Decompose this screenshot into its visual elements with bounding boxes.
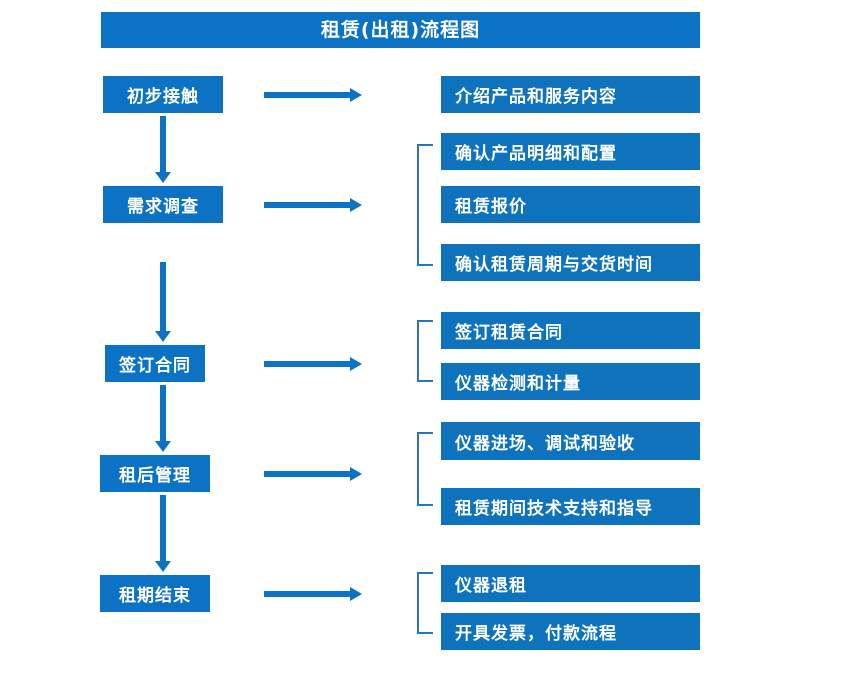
detail-box-5-1[interactable]: 仪器退租	[441, 565, 700, 602]
stage-box-3[interactable]: 签订合同	[105, 345, 205, 382]
vertical-arrow-3	[155, 385, 171, 452]
stage-box-4[interactable]: 租后管理	[100, 455, 210, 492]
detail-box-4-2[interactable]: 租赁期间技术支持和指导	[441, 488, 700, 525]
stage-box-1[interactable]: 初步接触	[103, 76, 223, 113]
horizontal-arrow-1	[264, 88, 362, 102]
horizontal-arrow-2	[264, 198, 362, 212]
stage-box-5[interactable]: 租期结束	[100, 575, 210, 612]
horizontal-arrow-3	[264, 357, 362, 371]
group-bracket-5	[417, 572, 433, 634]
detail-box-5-2[interactable]: 开具发票，付款流程	[441, 613, 700, 650]
vertical-arrow-1	[155, 116, 171, 183]
group-bracket-3	[417, 320, 433, 382]
group-bracket-4	[417, 432, 433, 506]
detail-box-3-1[interactable]: 签订租赁合同	[441, 312, 700, 349]
detail-box-2-1[interactable]: 确认产品明细和配置	[441, 133, 700, 170]
detail-box-3-2[interactable]: 仪器检测和计量	[441, 363, 700, 400]
group-bracket-2	[417, 144, 433, 266]
horizontal-arrow-5	[264, 587, 362, 601]
vertical-arrow-4	[155, 495, 171, 572]
detail-box-2-3[interactable]: 确认租赁周期与交货时间	[441, 244, 700, 281]
diagram-title: 租赁(出租)流程图	[101, 12, 700, 48]
horizontal-arrow-4	[264, 467, 362, 481]
stage-box-2[interactable]: 需求调查	[103, 186, 223, 223]
detail-box-4-1[interactable]: 仪器进场、调试和验收	[441, 422, 700, 460]
detail-box-2-2[interactable]: 租赁报价	[441, 186, 700, 223]
detail-box-1-1[interactable]: 介绍产品和服务内容	[441, 76, 700, 113]
vertical-arrow-2	[155, 262, 171, 342]
